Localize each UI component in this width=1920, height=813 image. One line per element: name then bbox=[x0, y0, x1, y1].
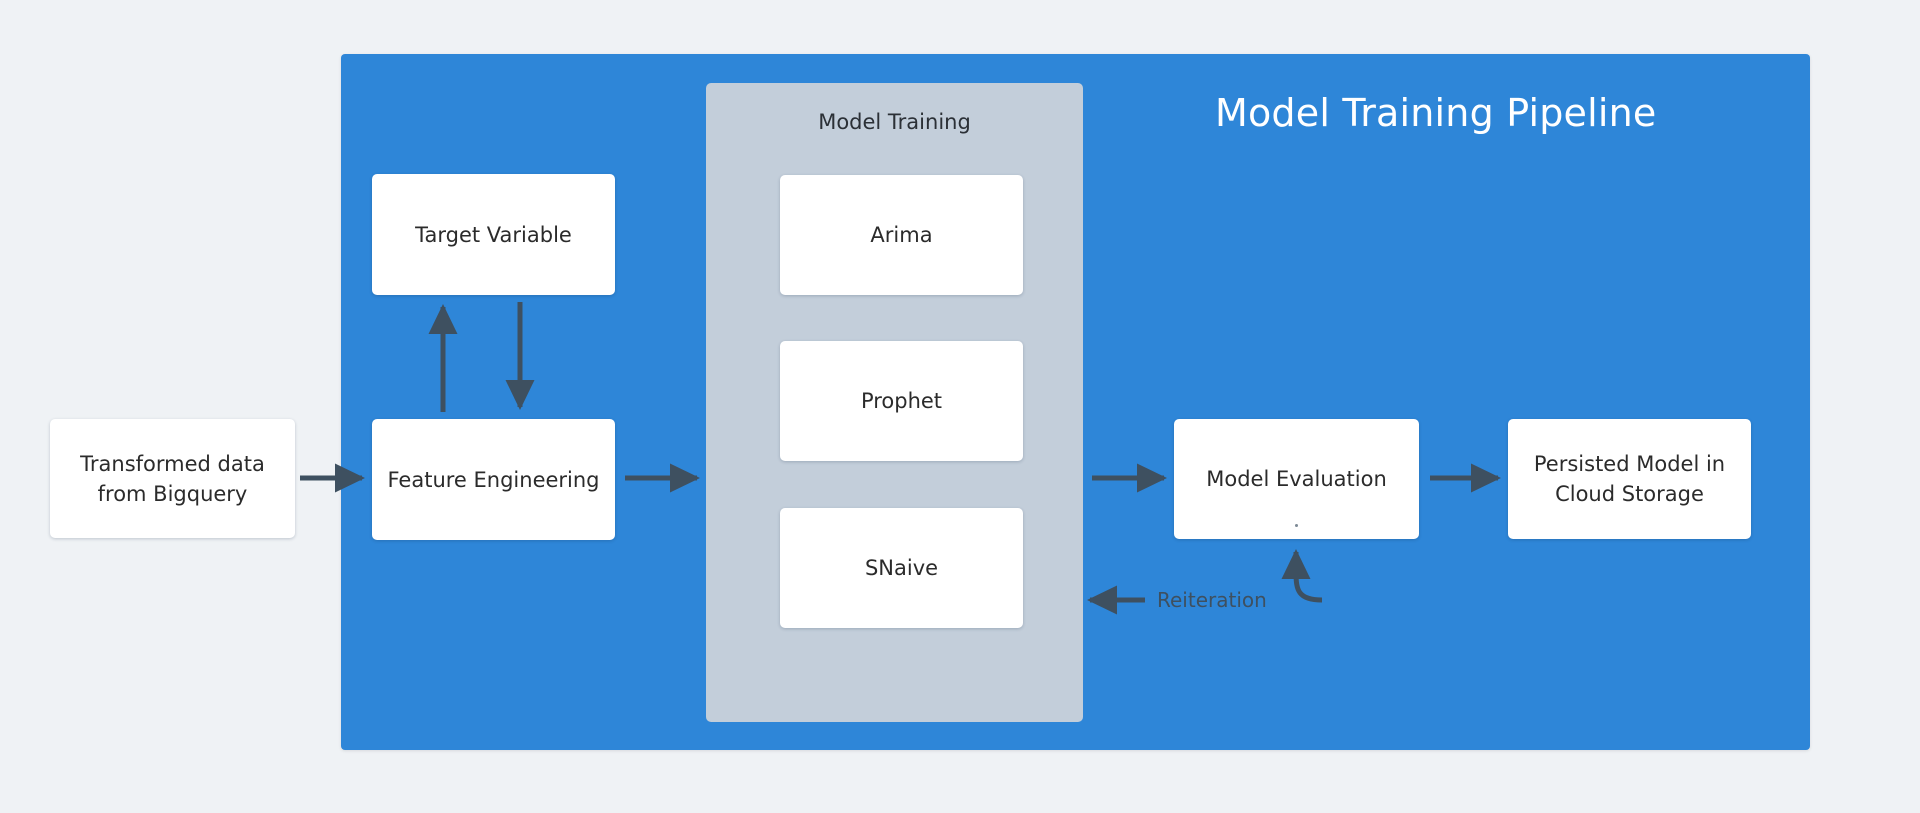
persisted-line-2: Cloud Storage bbox=[1555, 482, 1704, 506]
source-line-2: from Bigquery bbox=[97, 481, 248, 506]
node-model-evaluation[interactable]: Model Evaluation bbox=[1174, 419, 1419, 539]
node-label: Prophet bbox=[860, 389, 943, 413]
node-model-snaive[interactable]: SNaive bbox=[780, 508, 1023, 628]
node-label: Model Evaluation bbox=[1206, 467, 1387, 491]
persisted-line-1: Persisted Model in bbox=[1533, 452, 1726, 476]
model-training-group-label: Model Training bbox=[818, 110, 971, 134]
evaluation-stray-dot bbox=[1295, 524, 1298, 527]
node-label: Persisted Model in Cloud Storage bbox=[1524, 449, 1735, 509]
node-target-variable[interactable]: Target Variable bbox=[372, 174, 615, 295]
pipeline-title: Model Training Pipeline bbox=[1215, 91, 1657, 135]
edge-label-reiteration: Reiteration bbox=[1157, 588, 1267, 612]
node-label: Transformed data from Bigquery bbox=[70, 449, 275, 509]
source-line-1: Transformed data bbox=[80, 451, 265, 476]
node-feature-engineering[interactable]: Feature Engineering bbox=[372, 419, 615, 540]
node-model-prophet[interactable]: Prophet bbox=[780, 341, 1023, 461]
node-model-arima[interactable]: Arima bbox=[780, 175, 1023, 295]
node-transformed-data-source[interactable]: Transformed data from Bigquery bbox=[50, 419, 295, 538]
node-label: Arima bbox=[870, 223, 933, 247]
node-label: SNaive bbox=[864, 556, 939, 580]
node-persisted-model-cloud-storage[interactable]: Persisted Model in Cloud Storage bbox=[1508, 419, 1751, 539]
node-label: Target Variable bbox=[415, 222, 572, 247]
node-label: Feature Engineering bbox=[387, 467, 600, 492]
